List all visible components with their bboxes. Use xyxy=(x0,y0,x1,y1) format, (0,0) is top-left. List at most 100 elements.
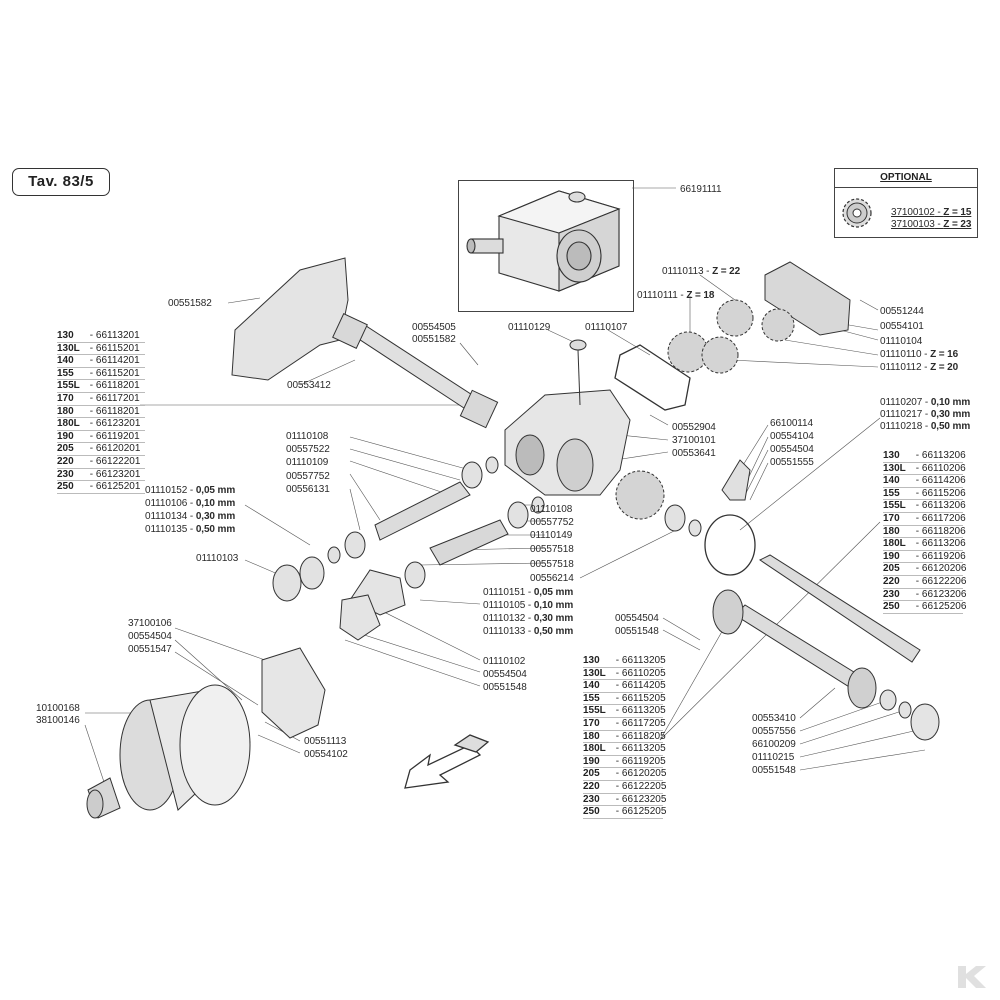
label-00554504-c: 00554504 xyxy=(483,669,527,680)
part-code: 66120201 xyxy=(95,443,141,455)
label-01110108-b: 01110108 xyxy=(530,504,573,515)
label-01110133: 01110133 - 0,50 mm xyxy=(483,626,574,637)
model-number: 140 xyxy=(583,680,600,692)
model-number: 190 xyxy=(583,755,600,767)
leader-lines xyxy=(84,187,926,786)
label-01110149: 01110149 xyxy=(530,530,573,541)
label-01110106: 01110106 - 0,10 mm xyxy=(145,498,236,509)
table-row: 180 - 66118201 xyxy=(57,406,145,419)
label-00554101: 00554101 xyxy=(880,321,924,332)
part-code: 66115206 xyxy=(921,487,966,499)
label-01110207: 01110207 - 0,10 mm xyxy=(880,397,971,408)
part-code: 66117201 xyxy=(95,392,140,404)
label-00557522: 00557522 xyxy=(286,444,330,455)
model-number: 230 xyxy=(583,793,600,805)
support-plate xyxy=(231,257,349,381)
part-code: 66122201 xyxy=(95,455,141,467)
part-code: 66119201 xyxy=(95,430,140,442)
part-code: 66119205 xyxy=(621,755,666,767)
label-01110215: 01110215 xyxy=(752,752,795,763)
model-number: 155 xyxy=(57,367,74,379)
gearbox-inset xyxy=(458,180,634,312)
parts-geometry xyxy=(86,257,940,819)
tube-flange-left xyxy=(332,313,368,349)
rotor-shaft xyxy=(759,554,921,663)
model-number: 155L xyxy=(583,705,606,717)
table-row: 230 - 66123206 xyxy=(883,588,967,602)
table-row: 205 - 66120206 xyxy=(883,563,967,576)
table-row: 205 - 66120201 xyxy=(57,443,145,456)
model-number: 130L xyxy=(583,667,606,679)
breather-plug xyxy=(569,339,587,351)
model-number: 205 xyxy=(883,563,900,575)
table-row: 155 - 66115206 xyxy=(883,487,966,501)
part-code: 66115201 xyxy=(95,342,140,354)
label-00551547: 00551547 xyxy=(128,644,172,655)
label-38100146: 38100146 xyxy=(36,715,80,726)
table-row: 250 - 66125201 xyxy=(57,481,145,494)
part-code: 66118201 xyxy=(95,405,140,417)
model-number: 230 xyxy=(57,468,74,480)
label-01110129: 01110129 xyxy=(508,322,551,333)
model-number: 130 xyxy=(883,450,900,461)
flange-plate-lower xyxy=(339,594,381,641)
label-00554504-b: 00554504 xyxy=(615,613,659,624)
table-row: 170 - 66117205 xyxy=(583,717,666,731)
drum-support-plate xyxy=(261,647,326,739)
shaft-flange xyxy=(712,589,744,635)
part-code: 66117206 xyxy=(921,512,966,524)
part-code: 66125201 xyxy=(95,481,141,493)
optional-item-1: 37100102 - Z = 15 xyxy=(891,207,972,218)
pinion-shaft xyxy=(429,519,509,566)
table-row: 130 - 66113205 xyxy=(583,655,666,668)
model-number: 205 xyxy=(583,768,600,780)
label-00551582-a: 00551582 xyxy=(168,298,212,309)
optional-heading: OPTIONAL xyxy=(835,169,977,188)
part-code: 66113201 xyxy=(95,330,140,341)
part-code: 66113206 xyxy=(921,500,966,512)
part-code: 66113205 xyxy=(621,705,666,717)
model-number: 180L xyxy=(57,418,80,430)
table-row: 140 - 66114201 xyxy=(57,355,145,368)
table-row: 180 - 66118205 xyxy=(583,730,666,744)
part-code: 66114201 xyxy=(95,355,140,367)
label-00557556: 00557556 xyxy=(752,726,796,737)
label-01110132: 01110132 - 0,30 mm xyxy=(483,613,574,624)
table-row: 190 - 66119201 xyxy=(57,431,145,444)
label-01110218: 01110218 - 0,50 mm xyxy=(880,421,971,432)
label-37100106: 37100106 xyxy=(128,618,172,629)
label-01110110: 01110110 - Z = 16 xyxy=(880,349,959,360)
input-shaft xyxy=(374,481,471,541)
housing-bore-left xyxy=(515,434,545,476)
label-01110108-a: 01110108 xyxy=(286,431,329,442)
label-00551244: 00551244 xyxy=(880,306,924,317)
table-row: 130L - 66110206 xyxy=(883,462,966,476)
model-number: 170 xyxy=(583,717,600,729)
label-00551113: 00551113 xyxy=(304,736,347,747)
label-01110103: 01110103 xyxy=(196,553,239,564)
table-row: 230 - 66123201 xyxy=(57,469,145,482)
label-00551548-b: 00551548 xyxy=(483,682,527,693)
part-code: 66118201 xyxy=(95,380,140,392)
table-row: 220 - 66122206 xyxy=(883,575,967,589)
label-00551548-c: 00551548 xyxy=(752,765,796,776)
table-row: 130L - 66110205 xyxy=(583,667,666,681)
page-title: Tav. 83/5 xyxy=(12,168,110,196)
inset-code-label: 66191111 xyxy=(680,184,722,195)
table-row: 130L - 66115201 xyxy=(57,343,145,356)
table-row: 180L - 66113206 xyxy=(883,538,966,551)
drum-front xyxy=(179,684,251,806)
label-01110105: 01110105 - 0,10 mm xyxy=(483,600,574,611)
part-code: 66113206 xyxy=(921,450,966,461)
table-row: 220 - 66122205 xyxy=(583,780,667,794)
label-01110109: 01110109 xyxy=(286,457,329,468)
optional-box: OPTIONAL 37100102 - Z = 15 37100103 - Z … xyxy=(834,168,978,238)
tube-flange-right xyxy=(459,389,499,429)
model-number: 180 xyxy=(583,730,600,742)
label-66100209: 66100209 xyxy=(752,739,796,750)
